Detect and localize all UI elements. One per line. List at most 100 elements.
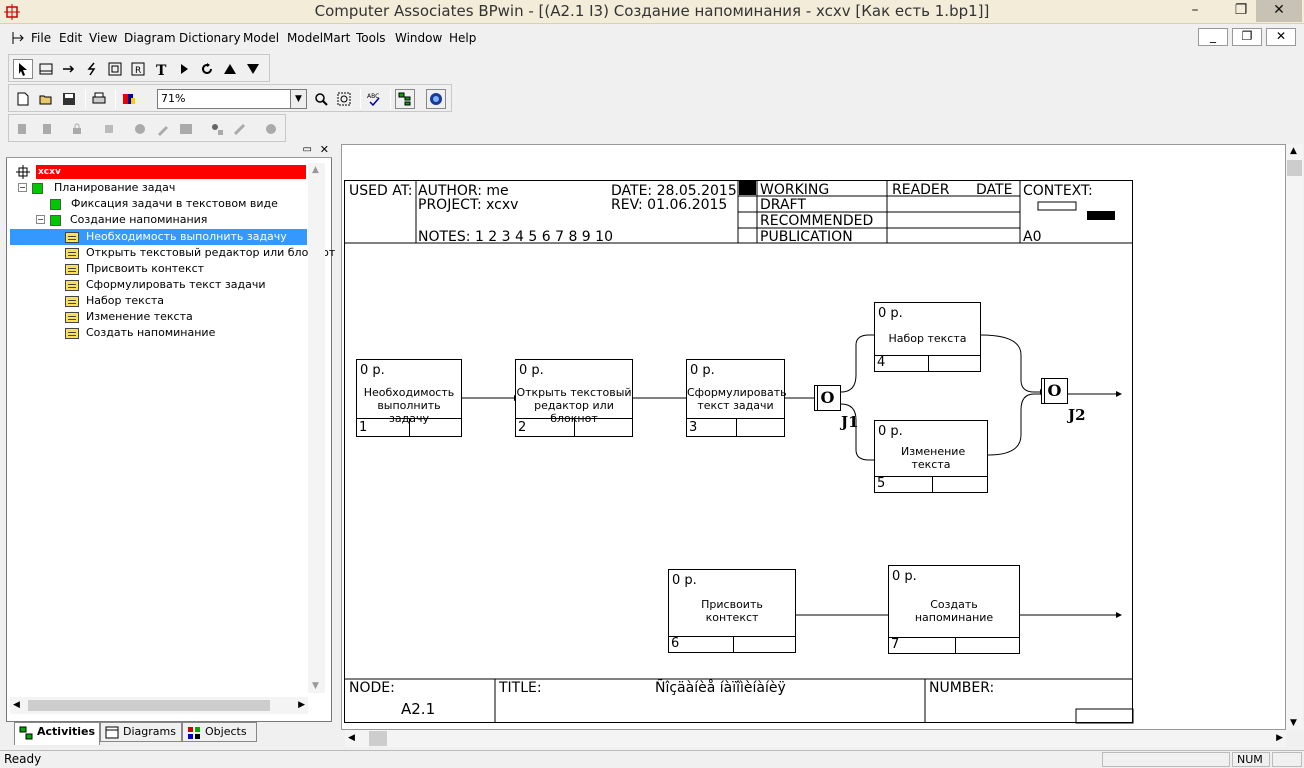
arrow-tool-icon[interactable] [59, 59, 79, 79]
mm-edit-icon[interactable] [153, 119, 173, 139]
panel-dock-icon[interactable]: ▭ [302, 144, 312, 155]
tree-item-selected[interactable]: Необходимость выполнить задачу [10, 229, 307, 245]
menu-modelmart[interactable]: ModelMart [287, 31, 351, 45]
collapse-icon[interactable]: − [18, 183, 27, 192]
activity-box-1[interactable]: 0 р. Необходимость выполнить задачу 1 [356, 359, 465, 440]
junction-j2[interactable]: O [1041, 378, 1068, 404]
tree-vertical-scrollbar[interactable]: ▲ ▼ [308, 163, 325, 693]
modelmart-toolbar [8, 114, 286, 142]
scroll-up-icon[interactable]: ▲ [312, 165, 319, 175]
activity-box-2[interactable]: 0 р. Открыть текстовый редактор или блок… [515, 359, 636, 440]
spell-check-icon[interactable]: ABC [364, 89, 384, 109]
zoom-select[interactable]: 71%▼ [157, 89, 307, 109]
menu-dictionary[interactable]: Dictionary [179, 31, 241, 45]
diagram-canvas[interactable] [341, 144, 1286, 730]
tree-item[interactable]: Сформулировать текст задачи [10, 277, 307, 293]
mm-options-icon[interactable] [230, 119, 250, 139]
mm-help-icon[interactable] [261, 119, 281, 139]
panel-close-icon[interactable]: ✕ [319, 143, 329, 156]
activity-box-6[interactable]: 0 р. Присвоить контекст 6 [668, 569, 799, 656]
activity-box-4[interactable]: 0 р. Набор текста 4 [874, 302, 984, 375]
tree-item[interactable]: Изменение текста [10, 309, 307, 325]
mdi-restore-button[interactable]: ❐ [1232, 28, 1262, 46]
activity-box-7[interactable]: 0 р. Создать напоминание 7 [888, 565, 1023, 657]
modelmart-icon[interactable] [426, 89, 446, 109]
activity-box-5[interactable]: 0 р. Изменение текста 5 [874, 420, 991, 496]
status-pane-2 [1272, 752, 1302, 767]
menu-file[interactable]: File [31, 31, 52, 45]
scroll-down-icon[interactable]: ▼ [312, 681, 319, 691]
zoom-in-icon[interactable] [311, 89, 331, 109]
activity-icon [32, 183, 43, 194]
collapse-icon[interactable]: − [36, 215, 45, 224]
go-to-parent-icon[interactable] [197, 59, 217, 79]
mm-save-icon[interactable] [130, 119, 150, 139]
scroll-thumb[interactable] [369, 731, 387, 746]
pointer-tool-icon[interactable] [13, 59, 33, 79]
close-button[interactable]: ✕ [1256, 0, 1302, 22]
scroll-right-icon[interactable]: ▶ [1276, 733, 1283, 743]
menu-model[interactable]: Model [243, 31, 280, 45]
model-explorer-icon[interactable] [395, 89, 415, 109]
mm-connect-icon[interactable] [13, 119, 33, 139]
tree-item[interactable]: Присвоить контекст [10, 261, 307, 277]
tab-objects[interactable]: Objects [182, 722, 257, 742]
up-arrow-icon[interactable] [220, 59, 240, 79]
tab-activities[interactable]: Activities [14, 722, 100, 745]
maximize-button[interactable]: ❐ [1234, 2, 1248, 18]
lock-icon[interactable] [67, 119, 87, 139]
scroll-left-icon[interactable]: ◀ [348, 733, 355, 743]
shape-tool-icon[interactable] [105, 59, 125, 79]
chevron-down-icon[interactable]: ▼ [290, 90, 306, 108]
canvas-vertical-scrollbar[interactable]: ▲ ▼ [1286, 144, 1303, 730]
scroll-up-icon[interactable]: ▲ [1290, 146, 1297, 156]
new-file-icon[interactable] [13, 89, 33, 109]
activity-icon [50, 215, 61, 226]
scroll-down-icon[interactable]: ▼ [1290, 718, 1297, 728]
activity-box-3[interactable]: 0 р. Сформулировать текст задачи 3 [686, 359, 788, 440]
text-tool-icon[interactable]: T [151, 59, 171, 79]
menu-help[interactable]: Help [449, 31, 477, 45]
junction-j1[interactable]: O [814, 385, 841, 411]
mm-grid-icon[interactable] [176, 119, 196, 139]
tree-item[interactable]: − Планирование задач [18, 181, 176, 194]
go-to-child-icon[interactable] [174, 59, 194, 79]
color-icon[interactable] [119, 89, 139, 109]
tree-item[interactable]: − Создание напоминания [36, 213, 208, 226]
tab-diagrams[interactable]: Diagrams [100, 722, 182, 742]
menu-diagram[interactable]: Diagram [124, 31, 176, 45]
status-publication: PUBLICATION [760, 229, 853, 245]
menu-tools[interactable]: Tools [356, 31, 386, 45]
tree-item[interactable]: Набор текста [10, 293, 307, 309]
menu-window[interactable]: Window [395, 31, 443, 45]
mdi-close-button[interactable]: ✕ [1266, 28, 1296, 46]
scroll-thumb[interactable] [28, 700, 270, 711]
date-field: DATE: 28.05.2015 [611, 183, 737, 199]
tree-horizontal-scrollbar[interactable]: ◀ ▶ [10, 697, 308, 714]
status-draft: DRAFT [760, 197, 806, 213]
scroll-thumb[interactable] [1287, 160, 1302, 176]
print-icon[interactable] [89, 89, 109, 109]
number-label: NUMBER: [929, 680, 995, 696]
tree-item[interactable]: Создать напоминание [10, 325, 307, 341]
save-icon[interactable] [59, 89, 79, 109]
mm-users-icon[interactable] [207, 119, 227, 139]
scroll-right-icon[interactable]: ▶ [298, 700, 305, 710]
tree-item[interactable]: Открыть текстовый редактор или блокнот [10, 245, 335, 261]
mm-library-icon[interactable] [99, 119, 119, 139]
tree-item[interactable]: Фиксация задачи в текстовом виде [18, 196, 308, 212]
doc-menu-icon[interactable] [10, 30, 26, 46]
squiggle-tool-icon[interactable] [82, 59, 102, 79]
scroll-left-icon[interactable]: ◀ [13, 700, 20, 710]
mdi-minimize-button[interactable]: _ [1198, 28, 1228, 46]
activity-box-tool-icon[interactable] [36, 59, 56, 79]
mm-disconnect-icon[interactable] [36, 119, 56, 139]
menu-view[interactable]: View [89, 31, 118, 45]
referent-tool-icon[interactable]: R [128, 59, 148, 79]
menu-edit[interactable]: Edit [59, 31, 83, 45]
open-folder-icon[interactable] [36, 89, 56, 109]
canvas-horizontal-scrollbar[interactable]: ◀ ▶ [345, 730, 1286, 747]
zoom-fit-icon[interactable] [334, 89, 354, 109]
minimize-button[interactable]: – [1191, 2, 1199, 18]
down-arrow-icon[interactable] [243, 59, 263, 79]
